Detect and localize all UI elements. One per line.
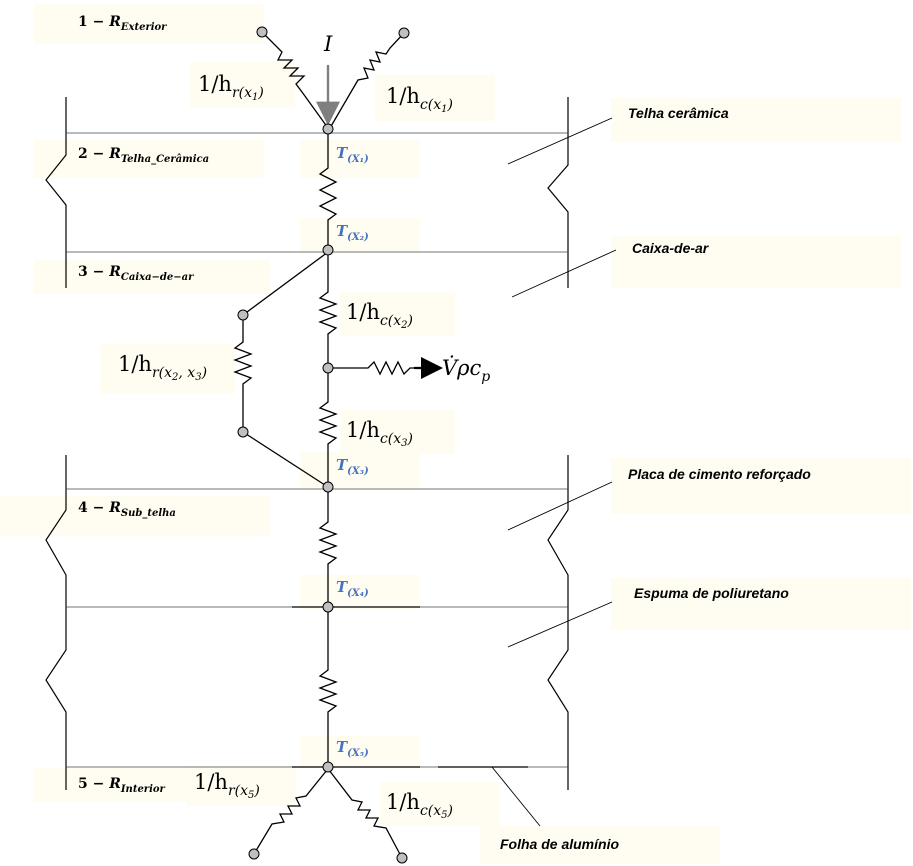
formula-ventilation: V̇ρcp (442, 356, 491, 385)
layer-label-interior: 5 − RInterior (78, 776, 165, 795)
label-box (34, 4, 264, 44)
layer-label-telha: 2 − RTelha_Cerâmica (78, 146, 210, 165)
node-bottom-left-terminal (248, 848, 260, 860)
resistor-hc2 (318, 250, 338, 368)
resistor-hc1 (329, 32, 405, 129)
branch-bottom (242, 431, 329, 488)
node-top-right-terminal (398, 27, 410, 39)
formula-hc2: 1/hc(x2) (346, 300, 414, 331)
material-placa: Placa de cimento reforçado (628, 466, 811, 482)
node-branch-top (237, 309, 249, 321)
resistor-vent (330, 360, 414, 376)
label-box (100, 344, 235, 394)
material-telha: Telha cerâmica (628, 105, 729, 121)
label-box (190, 62, 295, 108)
label-box (611, 236, 901, 288)
temperature-x3: T(X₃) (336, 456, 369, 477)
temperature-x4: T(X₄) (336, 578, 369, 599)
formula-hc5: 1/hc(x5) (386, 790, 454, 821)
material-caixa: Caixa-de-ar (632, 240, 709, 256)
resistor-hr5 (253, 769, 328, 855)
label-box (375, 75, 495, 121)
layer-label-subtelha: 4 − RSub_telha (78, 500, 176, 519)
label-box (186, 766, 296, 806)
label-box (300, 736, 420, 768)
left-wall-lower (45, 455, 67, 790)
label-box (300, 575, 420, 609)
node-top-left-terminal (256, 26, 268, 38)
node-x4 (322, 601, 334, 613)
leader-caixa (511, 249, 617, 298)
material-espuma: Espuma de poliuretano (634, 585, 789, 601)
label-box (0, 496, 270, 536)
node-bottom-right-terminal (396, 852, 408, 864)
label-box (480, 826, 720, 864)
right-wall-lower (547, 455, 569, 790)
node-x1 (322, 123, 334, 135)
node-branch-bottom (237, 426, 249, 438)
label-box (611, 98, 901, 142)
label-box (340, 292, 455, 336)
irradiance-label: I (324, 32, 333, 56)
temperature-x1: T(X₁) (336, 144, 369, 165)
leader-folha (491, 766, 541, 827)
label-box (300, 140, 420, 178)
formula-hc3: 1/hc(x3) (346, 418, 414, 449)
formula-hr1: 1/hr(x1) (198, 72, 264, 103)
label-box (611, 458, 911, 514)
resistor-hr23 (233, 315, 253, 432)
resistor-hr1 (261, 31, 329, 129)
node-mid (322, 362, 334, 374)
label-box (611, 578, 911, 630)
layer-label-exterior: 1 − RExterior (78, 14, 167, 33)
label-box (34, 140, 264, 178)
label-box (34, 260, 270, 294)
label-box (380, 782, 500, 826)
node-x2 (322, 244, 334, 256)
branch-top (242, 251, 329, 316)
resistor-telha (318, 130, 338, 248)
resistor-placa (318, 490, 338, 604)
leader-espuma (507, 601, 613, 648)
node-x3 (322, 481, 334, 493)
leader-telha (507, 117, 613, 165)
temperature-x2: T(X₂) (336, 222, 369, 243)
material-folha: Folha de alumínio (500, 836, 620, 852)
formula-hr23: 1/hr(x2, x3) (118, 352, 208, 383)
leader-placa (507, 481, 613, 531)
formula-hc1: 1/hc(x1) (386, 84, 454, 115)
left-wall-upper (45, 97, 67, 288)
formula-hr5: 1/hr(x5) (194, 770, 260, 801)
resistor-hc3 (318, 368, 338, 487)
temperature-x5: T(X₅) (336, 738, 369, 759)
right-wall-upper (547, 97, 569, 288)
node-x5 (322, 761, 334, 773)
resistor-hc5 (328, 769, 403, 859)
layer-label-caixa: 3 − RCaixa−de−ar (78, 264, 194, 283)
label-box (340, 410, 455, 454)
label-box (300, 218, 420, 252)
resistor-espuma (318, 610, 338, 764)
